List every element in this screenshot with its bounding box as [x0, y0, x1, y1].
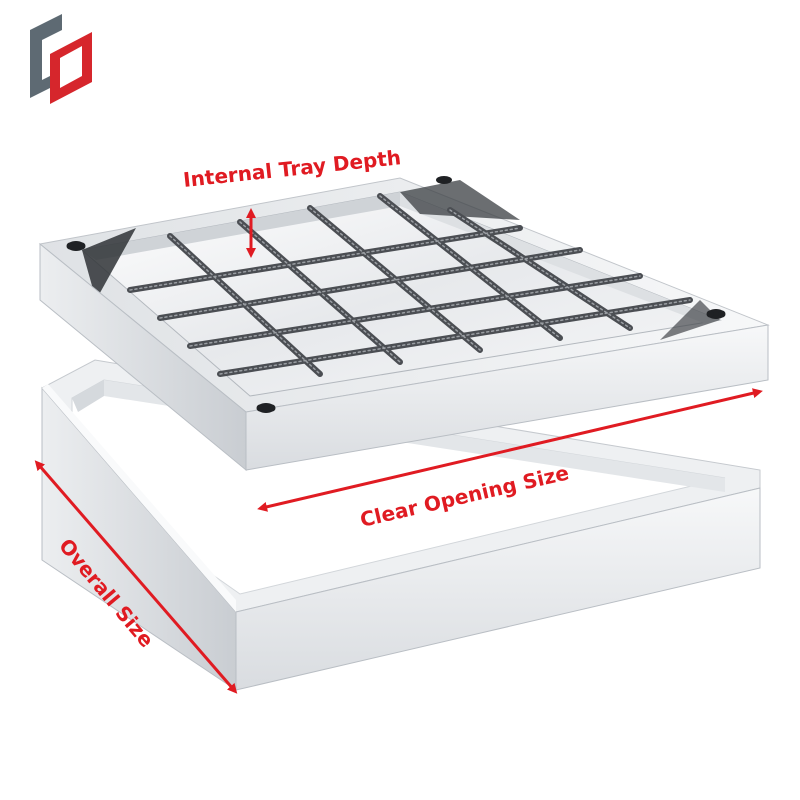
- brand-logo-icon: [30, 14, 92, 104]
- clear-opening-size-arrow: [257, 388, 763, 512]
- overall-size-arrow: [34, 460, 238, 694]
